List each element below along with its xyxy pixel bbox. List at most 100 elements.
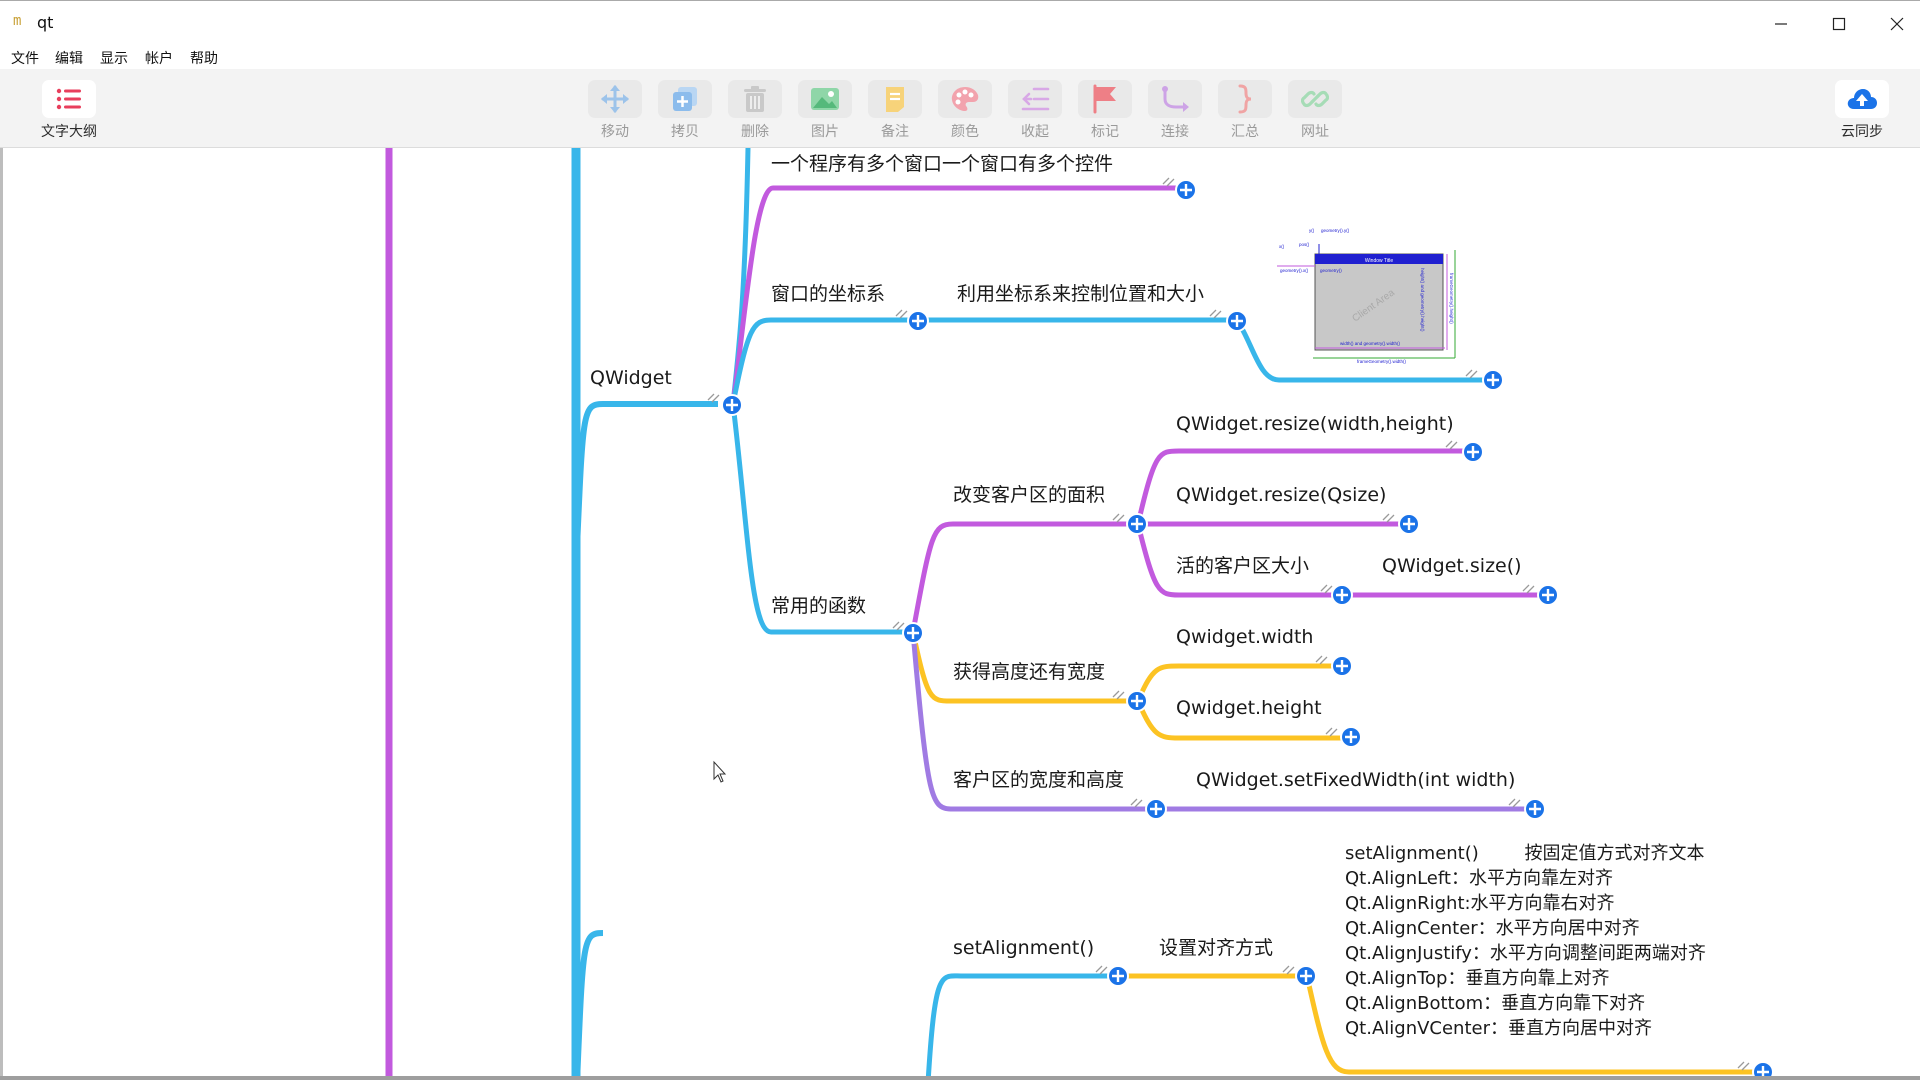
palette-icon: [951, 87, 979, 111]
diagram-label: geometry().y(): [1321, 228, 1350, 233]
note-line: Qt.AlignCenter：水平方向居中对齐: [1345, 918, 1640, 939]
menu-account[interactable]: 帐户: [145, 51, 173, 67]
alignment-note[interactable]: setAlignment() 按固定值方式对齐文本 Qt.AlignLeft：水…: [1345, 843, 1706, 1039]
node-client-size[interactable]: 活的客户区大小: [1176, 555, 1309, 577]
maximize-icon: [1832, 17, 1846, 30]
diagram-label: x(): [1279, 244, 1285, 249]
outline-button[interactable]: 文字大纲: [39, 80, 99, 144]
note-line: Qt.AlignTop：垂直方向靠上对齐: [1345, 968, 1609, 989]
expand-button[interactable]: [1537, 584, 1559, 606]
node-change-area[interactable]: 改变客户区的面积: [953, 484, 1105, 506]
common-funcs-branch: [730, 403, 908, 635]
expand-button[interactable]: [1175, 179, 1197, 201]
plus-icon: [1112, 970, 1124, 982]
note-button[interactable]: 备注: [865, 80, 925, 144]
plus-icon: [1131, 695, 1143, 707]
width-fn-branch: [1135, 663, 1336, 702]
note-line: Qt.AlignRight:水平方向靠右对齐: [1345, 893, 1615, 914]
node-width-fn[interactable]: Qwidget.width: [1176, 626, 1313, 648]
maximize-button[interactable]: [1810, 1, 1868, 46]
cloud-sync-label: 云同步: [1841, 124, 1883, 140]
expand-button[interactable]: [1482, 369, 1504, 391]
expand-button[interactable]: [1524, 798, 1546, 820]
expand-button[interactable]: [1145, 798, 1167, 820]
qwidget-connector: [574, 401, 718, 549]
plus-icon: [726, 399, 738, 411]
image-button[interactable]: 图片: [795, 80, 855, 144]
node-size-fn[interactable]: QWidget.size(): [1382, 555, 1522, 577]
expand-button[interactable]: [1126, 690, 1148, 712]
node-coord-use[interactable]: 利用坐标系来控制位置和大小: [957, 283, 1204, 305]
delete-button[interactable]: 删除: [725, 80, 785, 144]
expand-button[interactable]: [1295, 965, 1317, 987]
diagram-label: height() and geometry().height(): [1420, 268, 1425, 332]
connect-button[interactable]: 连接: [1145, 80, 1205, 144]
copy-icon: [673, 87, 697, 111]
plus-icon: [1336, 660, 1348, 672]
expand-button[interactable]: [1340, 726, 1362, 748]
expand-button[interactable]: [1107, 965, 1129, 987]
link-icon: [1301, 90, 1329, 108]
connect-label: 连接: [1161, 124, 1189, 140]
cloud-sync-button[interactable]: 云同步: [1832, 80, 1892, 144]
collapse-button[interactable]: 收起: [1005, 80, 1065, 144]
summary-button[interactable]: 汇总: [1215, 80, 1275, 144]
window-bottom-border: [0, 1076, 1920, 1080]
copy-button[interactable]: 拷贝: [655, 80, 715, 144]
node-client-wh[interactable]: 客户区的宽度和高度: [953, 769, 1124, 791]
node-fixed-width[interactable]: QWidget.setFixedWidth(int width): [1196, 769, 1515, 791]
menu-edit[interactable]: 编辑: [55, 51, 83, 67]
minimize-button[interactable]: [1752, 1, 1810, 46]
expand-button[interactable]: [1126, 513, 1148, 535]
note-line: Qt.AlignVCenter：垂直方向居中对齐: [1345, 1018, 1652, 1039]
expand-buttons: [721, 179, 1774, 1080]
diagram-label: geometry(): [1320, 268, 1342, 273]
set-alignment-branch: [925, 973, 1113, 1080]
node-set-alignment[interactable]: setAlignment(): [953, 937, 1094, 959]
expand-button[interactable]: [1462, 441, 1484, 463]
change-area-branch: [910, 521, 1131, 633]
connect-icon: [1162, 86, 1189, 112]
brace-icon: [1238, 84, 1252, 114]
move-button[interactable]: 移动: [585, 80, 645, 144]
menu-help[interactable]: 帮助: [190, 51, 218, 67]
link-button[interactable]: 网址: [1285, 80, 1345, 144]
diagram-window-title: Window Title: [1365, 258, 1394, 264]
plus-icon: [1150, 803, 1162, 815]
summary-label: 汇总: [1231, 124, 1259, 140]
node-coord-system[interactable]: 窗口的坐标系: [771, 283, 885, 305]
diagram-label: y(): [1309, 228, 1315, 233]
node-multi-window[interactable]: 一个程序有多个窗口一个窗口有多个控件: [771, 153, 1113, 175]
mindmap-canvas[interactable]: QWidget 一个程序有多个窗口一个窗口有多个控件 窗口的坐标系 利用坐标系来…: [0, 148, 1920, 1080]
resize-wh-branch: [1135, 448, 1466, 525]
expand-button[interactable]: [1226, 310, 1248, 332]
geometry-diagram-image[interactable]: Window Title Client Area geometry().y() …: [1277, 228, 1456, 364]
get-hw-branch: [910, 631, 1131, 704]
menu-view[interactable]: 显示: [100, 51, 128, 67]
image-icon: [811, 88, 839, 110]
node-resize-wh[interactable]: QWidget.resize(width,height): [1176, 413, 1454, 435]
plus-icon: [1467, 446, 1479, 458]
flag-button[interactable]: 标记: [1075, 80, 1135, 144]
expand-button[interactable]: [721, 394, 743, 416]
expand-button[interactable]: [907, 310, 929, 332]
node-common-funcs[interactable]: 常用的函数: [771, 595, 866, 617]
expand-button[interactable]: [902, 622, 924, 644]
expand-button[interactable]: [1398, 513, 1420, 535]
node-resize-q[interactable]: QWidget.resize(Qsize): [1176, 484, 1386, 506]
expand-button[interactable]: [1331, 584, 1353, 606]
diagram-label: pos(): [1299, 242, 1310, 247]
node-set-align-mode[interactable]: 设置对齐方式: [1159, 937, 1273, 959]
menu-file[interactable]: 文件: [11, 51, 39, 67]
plus-icon: [1131, 518, 1143, 530]
color-button[interactable]: 颜色: [935, 80, 995, 144]
image-label: 图片: [811, 124, 839, 140]
move-label: 移动: [601, 124, 629, 140]
node-height-fn[interactable]: Qwidget.height: [1176, 697, 1322, 719]
close-button[interactable]: [1868, 1, 1920, 46]
expand-button[interactable]: [1331, 655, 1353, 677]
plus-icon: [1336, 589, 1348, 601]
node-get-hw[interactable]: 获得高度还有宽度: [953, 661, 1105, 683]
node-qwidget[interactable]: QWidget: [590, 367, 672, 389]
close-icon: [1890, 17, 1904, 30]
